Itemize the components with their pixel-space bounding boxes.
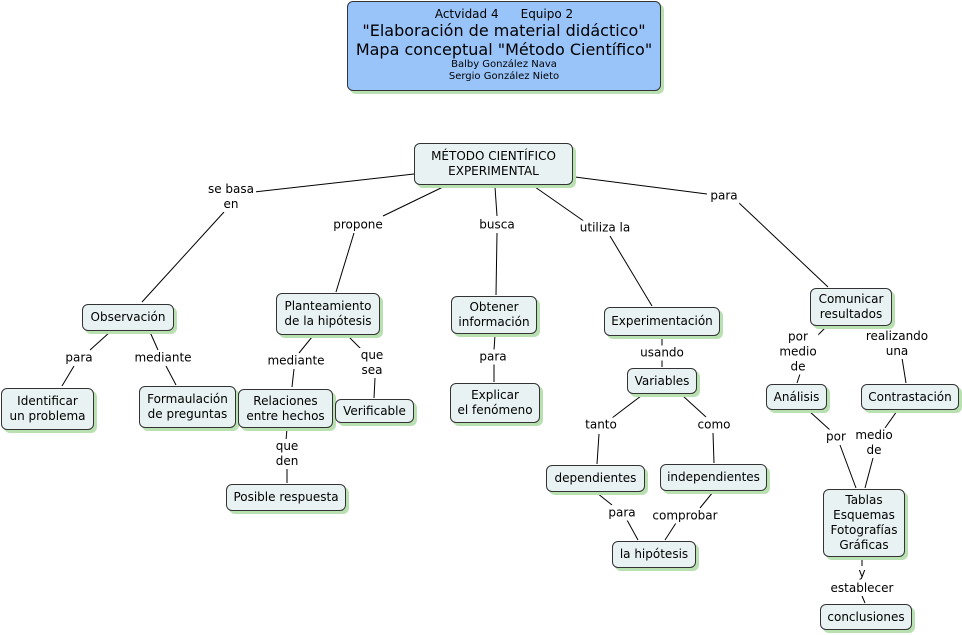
link-que-den: que den <box>273 439 301 469</box>
node-observacion[interactable]: Observación <box>82 304 174 331</box>
author-name: Sergio González Nieto <box>448 71 560 82</box>
link-que-sea: que sea <box>358 348 386 378</box>
title-activity-line: Actvidad 4 Equipo 2 <box>348 7 660 21</box>
node-explicar-fenomeno[interactable]: Explicar el fenómeno <box>450 383 540 423</box>
link-utiliza-la: utiliza la <box>577 220 633 236</box>
node-independientes[interactable]: independientes <box>660 464 767 491</box>
link-realizando-una: realizando una <box>863 329 931 359</box>
link-comprobar: comprobar <box>650 508 720 524</box>
link-medio-de: medio de <box>853 428 895 458</box>
link-por-medio-de: por medio de <box>777 329 819 375</box>
link-para: para <box>477 349 509 365</box>
node-analisis[interactable]: Análisis <box>766 384 827 410</box>
node-posible-respuesta[interactable]: Posible respuesta <box>226 484 346 511</box>
link-se-basa-en: se basa en <box>205 182 257 212</box>
node-metodo-cientifico[interactable]: MÉTODO CIENTÍFICO EXPERIMENTAL <box>414 143 573 185</box>
node-planteamiento-hipotesis[interactable]: Planteamiento de la hipótesis <box>276 293 380 335</box>
link-propone: propone <box>331 217 385 233</box>
node-identificar-problema[interactable]: Identificar un problema <box>1 388 94 430</box>
node-variables[interactable]: Variables <box>627 368 697 394</box>
link-para: para <box>606 505 638 521</box>
node-la-hipotesis[interactable]: la hipótesis <box>612 541 696 568</box>
link-y-establecer: y establecer <box>828 566 896 596</box>
node-contrastacion[interactable]: Contrastación <box>861 384 959 410</box>
node-relaciones-hechos[interactable]: Relaciones entre hechos <box>238 389 333 428</box>
link-tanto: tanto <box>583 417 619 433</box>
author-name: Balby González Nava <box>451 59 557 70</box>
title-box: Actvidad 4 Equipo 2 "Elaboración de mater… <box>347 1 661 91</box>
node-tablas-esquemas[interactable]: Tablas Esquemas Fotografías Gráficas <box>823 489 905 557</box>
node-comunicar-resultados[interactable]: Comunicar resultados <box>810 288 892 326</box>
node-conclusiones[interactable]: conclusiones <box>820 604 912 630</box>
node-obtener-informacion[interactable]: Obtener información <box>451 296 537 334</box>
node-experimentacion[interactable]: Experimentación <box>604 307 720 336</box>
link-como: como <box>695 417 733 433</box>
link-por: por <box>824 429 848 445</box>
node-dependientes[interactable]: dependientes <box>546 465 645 492</box>
node-formulacion-preguntas[interactable]: Formaulación de preguntas <box>139 386 236 428</box>
activity-label: Actvidad 4 <box>434 7 499 21</box>
title-line-material: "Elaboración de material didáctico" <box>362 21 646 40</box>
link-busca: busca <box>477 217 517 233</box>
title-line-mapa: Mapa conceptual "Método Científico" <box>355 40 653 59</box>
link-mediante: mediante <box>265 353 327 369</box>
node-verificable[interactable]: Verificable <box>335 399 414 423</box>
link-usando: usando <box>638 345 686 361</box>
team-label: Equipo 2 <box>520 7 574 21</box>
link-para: para <box>708 188 740 204</box>
link-para: para <box>63 350 95 366</box>
link-mediante: mediante <box>132 350 194 366</box>
